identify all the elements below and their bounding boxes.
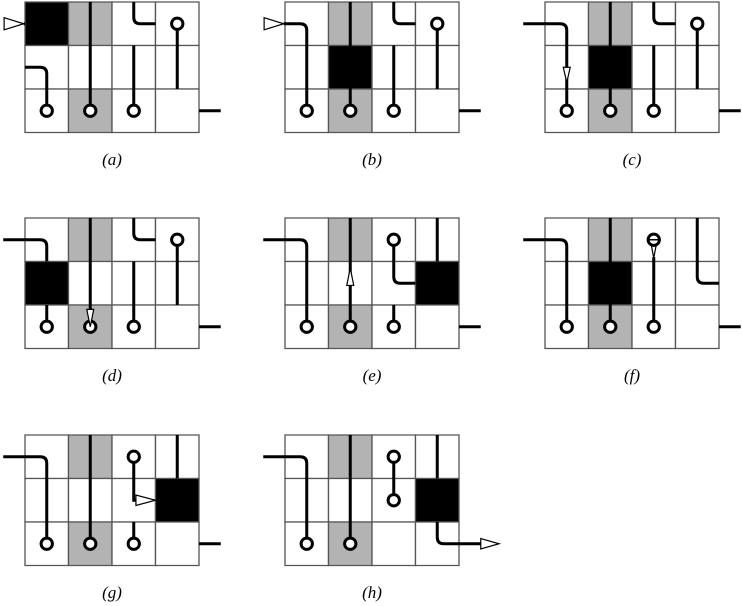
circle-endpoint-icon — [605, 105, 616, 116]
panel-g — [3, 435, 221, 566]
circle-endpoint-icon — [128, 538, 139, 549]
circle-endpoint-icon — [388, 495, 399, 506]
circle-endpoint-icon — [388, 105, 399, 116]
cell-white — [372, 522, 416, 566]
cell-black — [25, 262, 69, 306]
arrow-up-icon — [347, 268, 354, 285]
cell-white — [676, 89, 720, 133]
panel-label: (c) — [622, 150, 642, 169]
circle-endpoint-icon — [432, 18, 443, 29]
panel-label: (e) — [362, 366, 382, 385]
panel-label: (d) — [102, 366, 122, 385]
wire-path — [523, 24, 567, 111]
panel-f — [523, 218, 741, 349]
cell-black — [156, 479, 200, 523]
circle-endpoint-icon — [301, 321, 312, 332]
wire-path — [134, 2, 156, 24]
circle-endpoint-icon — [561, 105, 572, 116]
circle-endpoint-icon — [128, 105, 139, 116]
circle-endpoint-icon — [41, 105, 52, 116]
cell-white — [156, 89, 200, 133]
wire-path — [284, 24, 307, 111]
wire-path — [3, 457, 47, 544]
panel-a — [4, 2, 221, 133]
panel-label: (h) — [362, 583, 382, 602]
circle-endpoint-icon — [301, 105, 312, 116]
panel-b — [264, 2, 481, 133]
cell-black — [25, 2, 69, 46]
circle-endpoint-icon — [345, 321, 356, 332]
circle-endpoint-icon — [41, 321, 52, 332]
circle-endpoint-icon — [605, 321, 616, 332]
panel-d — [3, 218, 221, 349]
circle-endpoint-icon — [561, 321, 572, 332]
wire-path — [25, 67, 47, 111]
cell-black — [416, 262, 460, 306]
wire-path — [263, 457, 307, 544]
panel-label: (a) — [102, 150, 122, 169]
circle-endpoint-icon — [388, 234, 399, 245]
circle-endpoint-icon — [345, 105, 356, 116]
panel-e — [263, 218, 481, 349]
cell-white — [156, 305, 200, 349]
circle-endpoint-icon — [128, 321, 139, 332]
arrow-down-icon — [563, 67, 570, 82]
circle-endpoint-icon — [388, 321, 399, 332]
wire-path — [263, 240, 307, 327]
circle-endpoint-icon — [345, 538, 356, 549]
circle-endpoint-icon — [172, 234, 183, 245]
panel-label: (g) — [102, 583, 122, 602]
circle-endpoint-icon — [648, 321, 659, 332]
arrow-right-icon — [481, 539, 499, 549]
wire-path — [134, 457, 136, 501]
wire-path — [3, 240, 47, 262]
panel-h — [263, 435, 499, 566]
wire-path — [134, 218, 156, 240]
circle-endpoint-icon — [85, 538, 96, 549]
wire-path — [437, 522, 481, 544]
panel-label: (b) — [362, 150, 382, 169]
wire-path — [394, 2, 416, 24]
arrow-right-icon — [4, 18, 24, 30]
wire-path — [697, 218, 719, 283]
wire-path — [394, 240, 416, 284]
circle-endpoint-icon — [648, 105, 659, 116]
cell-white — [416, 89, 460, 133]
panel-c — [523, 2, 741, 133]
cell-white — [676, 305, 720, 349]
wire-path — [654, 2, 676, 24]
arrow-right-icon — [264, 18, 284, 30]
circle-endpoint-icon — [85, 105, 96, 116]
cell-white — [416, 305, 460, 349]
circle-endpoint-icon — [41, 538, 52, 549]
circle-endpoint-icon — [172, 18, 183, 29]
cell-black — [416, 479, 460, 523]
arrow-down-icon — [87, 309, 94, 326]
circle-endpoint-icon — [128, 451, 139, 462]
circle-endpoint-icon — [388, 451, 399, 462]
panel-label: (f) — [623, 366, 641, 385]
wire-path — [523, 240, 567, 327]
circle-endpoint-icon — [692, 18, 703, 29]
arrow-right-icon — [136, 495, 156, 505]
circle-endpoint-icon — [301, 538, 312, 549]
cell-white — [156, 522, 200, 566]
